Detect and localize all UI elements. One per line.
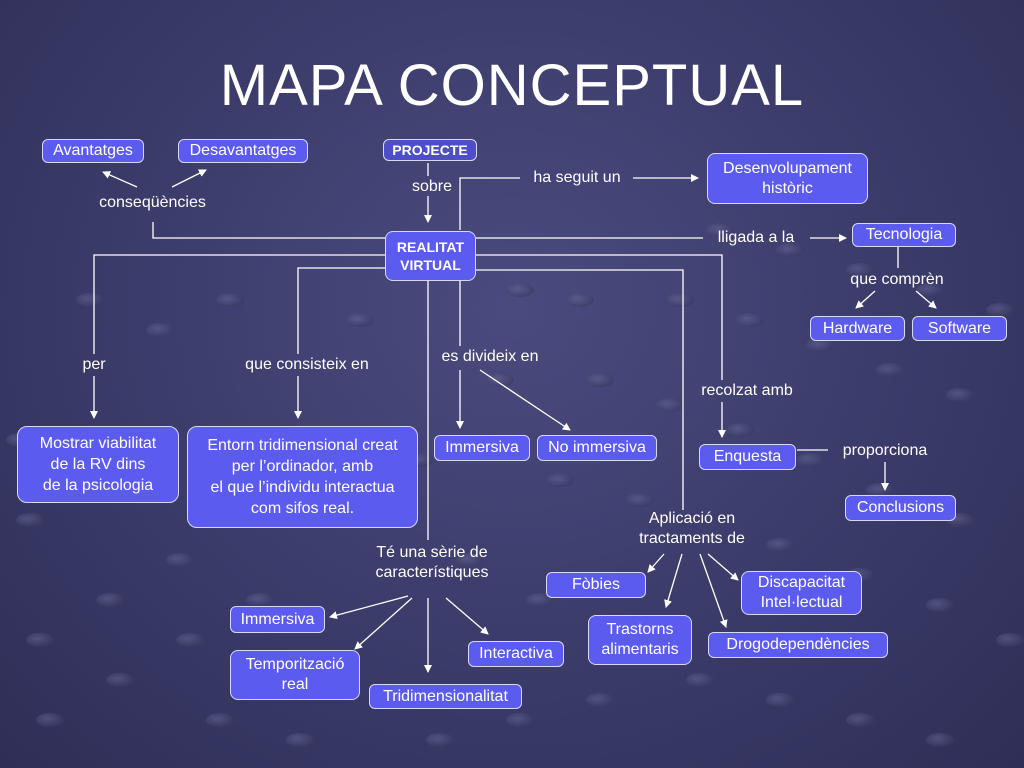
label-que-compren: que comprèn: [850, 271, 944, 288]
label-serie-caracteristiques: Té una sèrie de característiques: [375, 544, 489, 581]
node-tridimensionalitat: Tridimensionalitat: [369, 684, 522, 709]
node-desavantatges: Desavantatges: [178, 139, 308, 163]
node-avantatges: Avantatges: [42, 139, 144, 163]
node-realitat-virtual: REALITAT VIRTUAL: [385, 231, 476, 281]
label-sobre: sobre: [411, 178, 453, 195]
node-software: Software: [912, 316, 1007, 341]
node-entorn-tridimensional: Entorn tridimensional creat per l’ordina…: [187, 426, 418, 528]
label-ha-seguit-un: ha seguit un: [533, 169, 621, 186]
node-enquesta: Enquesta: [699, 444, 796, 470]
node-tecnologia: Tecnologia: [852, 223, 956, 247]
node-conclusions: Conclusions: [845, 495, 956, 521]
node-desenvolupament-historic: Desenvolupament històric: [707, 153, 868, 204]
node-discapacitat-intellectual: Discapacitat Intel·lectual: [741, 571, 862, 615]
label-recolzat-amb: recolzat amb: [701, 382, 793, 399]
label-lligada-a-la: lligada a la: [717, 229, 795, 246]
node-no-immersiva: No immersiva: [537, 435, 657, 461]
node-trastorns-alimentaris: Trastorns alimentaris: [588, 615, 692, 665]
node-hardware: Hardware: [810, 316, 905, 341]
node-temporitzacio-real: Temporització real: [230, 650, 360, 700]
node-projecte: PROJECTE: [383, 139, 477, 161]
label-aplicacio-tractaments: Aplicació en tractaments de: [639, 510, 745, 547]
node-immersiva-divisio: Immersiva: [434, 435, 530, 461]
node-fobies: Fòbies: [546, 572, 646, 598]
label-proporciona: proporciona: [842, 442, 928, 459]
label-per: per: [82, 356, 106, 373]
label-es-divideix-en: es divideix en: [441, 348, 539, 365]
node-mostrar-viabilitat: Mostrar viabilitat de la RV dins de la p…: [17, 426, 179, 503]
node-drogodependencies: Drogodependències: [708, 632, 888, 658]
label-consequencies: conseqüències: [99, 194, 206, 211]
node-immersiva-caracteristica: Immersiva: [230, 606, 325, 633]
label-que-consisteix-en: que consisteix en: [245, 356, 369, 373]
page-title: MAPA CONCEPTUAL: [219, 53, 805, 118]
node-interactiva: Interactiva: [468, 641, 564, 667]
